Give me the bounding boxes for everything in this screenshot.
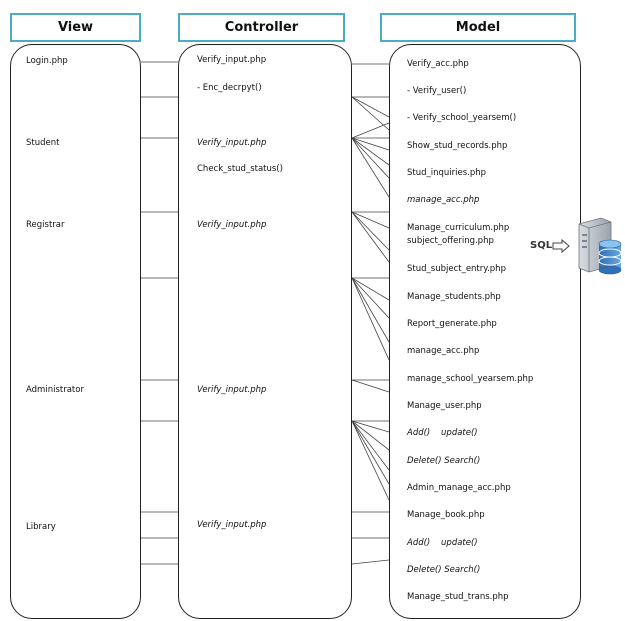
model-item: Report_generate.php bbox=[407, 319, 497, 329]
view-library: Library bbox=[26, 522, 56, 532]
model-item: subject_offering.php bbox=[407, 236, 494, 246]
model-item: Verify_acc.php bbox=[407, 59, 469, 69]
model-item: manage_acc.php bbox=[407, 346, 480, 356]
model-item: - Verify_user() bbox=[407, 86, 467, 96]
view-registrar: Registrar bbox=[26, 220, 65, 230]
controller-admin-verify: Verify_input.php bbox=[197, 385, 267, 395]
view-login: Login.php bbox=[26, 56, 68, 66]
view-panel bbox=[10, 44, 141, 619]
controller-panel bbox=[178, 44, 352, 619]
model-item: Manage_book.php bbox=[407, 510, 485, 520]
arrow-right-icon bbox=[552, 239, 570, 253]
model-item: Add() update() bbox=[407, 428, 478, 438]
view-administrator: Administrator bbox=[26, 385, 84, 395]
controller-header: Controller bbox=[178, 13, 345, 42]
controller-check-stud-status: Check_stud_status() bbox=[197, 164, 283, 174]
controller-registrar-verify: Verify_input.php bbox=[197, 220, 267, 230]
model-item: Delete() Search() bbox=[407, 456, 481, 466]
controller-student-verify: Verify_input.php bbox=[197, 138, 267, 148]
database-server-icon bbox=[578, 217, 622, 275]
view-student: Student bbox=[26, 138, 60, 148]
model-item: Manage_students.php bbox=[407, 292, 501, 302]
model-header: Model bbox=[380, 13, 576, 42]
model-item: Delete() Search() bbox=[407, 565, 481, 575]
controller-enc-decrypt: - Enc_decrpyt() bbox=[197, 83, 262, 93]
model-item: manage_school_yearsem.php bbox=[407, 374, 534, 384]
model-item: Stud_inquiries.php bbox=[407, 168, 487, 178]
controller-library-verify: Verify_input.php bbox=[197, 520, 267, 530]
controller-verify-input: Verify_input.php bbox=[197, 55, 267, 65]
model-item: Manage_stud_trans.php bbox=[407, 592, 509, 602]
view-header: View bbox=[10, 13, 141, 42]
model-item: - Verify_school_yearsem() bbox=[407, 113, 517, 123]
model-item: Admin_manage_acc.php bbox=[407, 483, 511, 493]
sql-label: SQL bbox=[530, 240, 553, 251]
model-item: Stud_subject_entry.php bbox=[407, 264, 506, 274]
model-panel bbox=[389, 44, 581, 619]
model-item: manage_acc.php bbox=[407, 195, 480, 205]
model-item: Show_stud_records.php bbox=[407, 141, 508, 151]
model-item: Manage_curriculum.php bbox=[407, 223, 510, 233]
model-item: Manage_user.php bbox=[407, 401, 482, 411]
model-item: Add() update() bbox=[407, 538, 478, 548]
